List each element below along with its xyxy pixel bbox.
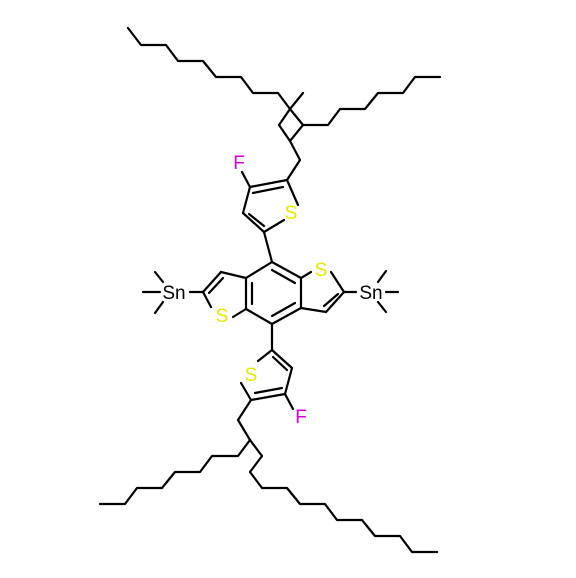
- fluorine-label-top: F: [233, 153, 245, 174]
- double-bond: [322, 292, 340, 308]
- sulfur-label-core-left: S: [216, 306, 229, 327]
- upper-fluorothiophene: [240, 170, 300, 234]
- bond: [270, 348, 294, 370]
- bond: [231, 307, 248, 319]
- upper-methylene-link: [285, 139, 302, 182]
- bond: [270, 260, 303, 280]
- bond: [201, 270, 223, 294]
- bond: [241, 211, 266, 234]
- bond: [256, 348, 274, 363]
- methyl-bond: [153, 300, 165, 315]
- sulfur-label-thiophene-top: S: [285, 203, 298, 224]
- fluorine-label-bottom: F: [295, 407, 307, 428]
- bond: [244, 307, 274, 326]
- lower-hexyl-chain: [98, 438, 252, 506]
- bond: [249, 392, 287, 402]
- bond: [299, 270, 313, 280]
- bond: [283, 366, 294, 396]
- double-bond: [251, 185, 285, 195]
- c-f-bond: [283, 392, 295, 411]
- sulfur-label-core-right: S: [315, 260, 328, 281]
- methyl-bond: [153, 270, 165, 284]
- bond: [219, 270, 248, 280]
- tin-label-left: Sn: [162, 283, 185, 304]
- methyl-bond: [376, 300, 388, 314]
- lower-methylene-link: [236, 398, 253, 442]
- bond: [201, 290, 213, 309]
- lower-alkyl-chains: [98, 398, 439, 554]
- bond: [239, 381, 253, 402]
- benzodithiophene-core: [201, 260, 346, 326]
- stannyl-bonds: [141, 269, 400, 315]
- double-bond: [253, 386, 284, 395]
- bond: [244, 260, 274, 280]
- tin-label-right: Sn: [359, 283, 382, 304]
- double-bond: [271, 355, 289, 372]
- bond: [324, 290, 346, 314]
- double-bond: [247, 212, 266, 228]
- upper-hexyl-chain: [288, 91, 305, 143]
- bond: [241, 185, 252, 215]
- double-bond: [207, 276, 225, 295]
- bond: [262, 218, 286, 234]
- inner-double-bond: [270, 301, 297, 318]
- upper-octyl-chain: [126, 26, 292, 143]
- lower-octyl-chain: [248, 438, 439, 554]
- methyl-bond: [376, 269, 388, 284]
- bond: [329, 270, 346, 294]
- bond: [299, 306, 328, 314]
- bond: [248, 178, 289, 189]
- bond: [270, 306, 303, 326]
- c-f-bond: [240, 170, 252, 189]
- lower-fluorothiophene: [239, 348, 295, 411]
- upper-hexyl-chain-tail: [301, 75, 442, 127]
- sulfur-label-thiophene-bottom: S: [245, 365, 258, 386]
- bond: [285, 178, 300, 207]
- upper-aryl-link: [262, 230, 274, 264]
- inner-double-bond: [270, 268, 297, 285]
- upper-alkyl-chains: [126, 26, 442, 182]
